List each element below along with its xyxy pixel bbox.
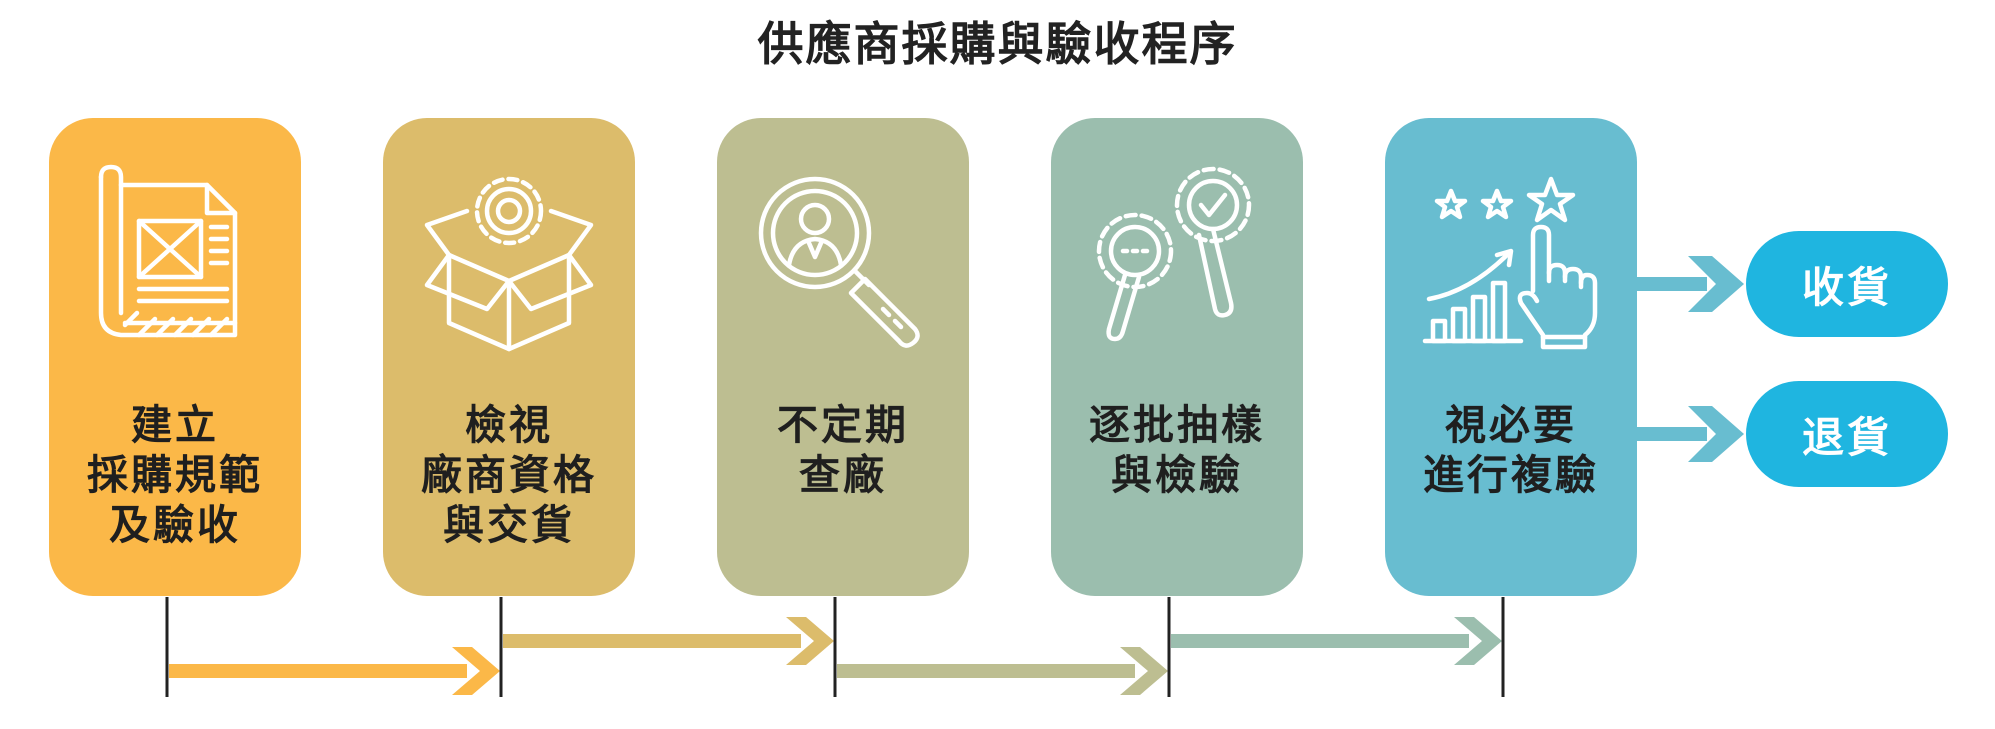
step-card-5: 視必要 進行複驗 [1385, 118, 1637, 596]
gears-magnifier-icon [1096, 166, 1252, 342]
step-2-line-2: 廠商資格 [421, 451, 597, 499]
step-4-line-1: 逐批抽樣 [1089, 401, 1265, 449]
rating-chart-hand-icon [1422, 176, 1598, 350]
progress-arrow-2 [503, 617, 834, 665]
step-3-line-2: 查廠 [799, 451, 887, 499]
step-card-1: 建立 採購規範 及驗收 [49, 118, 301, 596]
step-5-line-1: 視必要 [1445, 401, 1577, 449]
reject-arrow [1637, 406, 1744, 462]
outcome-reject-badge: 退貨 [1746, 381, 1948, 487]
outcome-accept-badge: 收貨 [1746, 231, 1948, 337]
progress-arrow-4 [1171, 617, 1502, 665]
step-3-line-1: 不定期 [777, 401, 909, 449]
progress-arrow-1 [169, 647, 500, 695]
step-4-line-2: 與檢驗 [1111, 451, 1243, 499]
step-card-2: 檢視 廠商資格 與交貨 [383, 118, 635, 596]
box-gear-icon [424, 176, 594, 352]
accept-arrow [1637, 256, 1744, 312]
step-2-line-1: 檢視 [465, 401, 553, 449]
step-1-line-2: 採購規範 [87, 451, 263, 499]
step-card-4: 逐批抽樣 與檢驗 [1051, 118, 1303, 596]
diagram-title: 供應商採購與驗收程序 [757, 17, 1238, 71]
progress-arrow-3 [837, 647, 1168, 695]
step-2-line-3: 與交貨 [443, 501, 575, 549]
blueprint-icon [98, 164, 238, 338]
magnifier-person-icon [758, 176, 920, 348]
step-5-line-2: 進行複驗 [1423, 451, 1599, 499]
step-card-3: 不定期 查廠 [717, 118, 969, 596]
step-1-line-1: 建立 [131, 401, 219, 449]
step-1-line-3: 及驗收 [109, 501, 241, 549]
